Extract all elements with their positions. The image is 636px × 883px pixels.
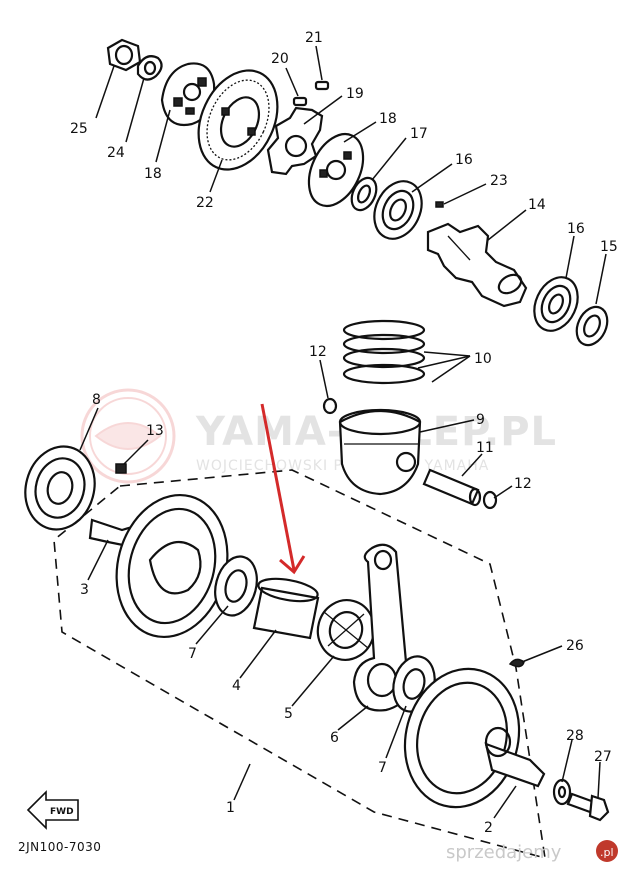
brand-name: sprzedajemy (446, 842, 562, 863)
callout-4: 4 (232, 678, 241, 694)
callout-13: 13 (146, 423, 164, 439)
part-10-piston-rings (342, 319, 426, 385)
callout-18-right: 18 (379, 111, 397, 127)
part-22-sprocket (197, 69, 279, 171)
part-4-crank-pin (252, 577, 320, 640)
callout-7-left: 7 (188, 646, 197, 662)
callout-17: 17 (410, 126, 428, 142)
part-12-circlip-top (322, 397, 338, 415)
callout-12-top: 12 (309, 344, 327, 360)
part-8-bearing (24, 445, 96, 531)
part-7-washer-left (214, 555, 258, 617)
leader-lines (79, 45, 607, 819)
callout-labels: 25 24 18 22 20 21 19 18 17 16 23 14 16 1… (70, 30, 618, 836)
callout-23: 23 (490, 173, 508, 189)
callout-28: 28 (566, 728, 584, 744)
part-21-pin (314, 80, 330, 91)
part-20-pin (292, 96, 308, 107)
part-18-plate-right (307, 132, 365, 208)
part-11-piston-pin (422, 468, 482, 507)
callout-3: 3 (80, 582, 89, 598)
diagram-code: 2JN100-7030 (18, 840, 101, 854)
brand-badge (596, 840, 618, 862)
callout-19: 19 (346, 86, 364, 102)
callout-25: 25 (70, 121, 88, 137)
callout-27: 27 (594, 749, 612, 765)
callout-7-right: 7 (378, 760, 387, 776)
callout-14: 14 (528, 197, 546, 213)
part-15-oil-seal (575, 305, 609, 347)
fwd-direction-badge: FWD (26, 790, 79, 830)
callout-2: 2 (484, 820, 493, 836)
part-26-key (508, 658, 525, 668)
callout-15: 15 (600, 239, 618, 255)
red-indicator-arrow (260, 403, 306, 575)
callout-6: 6 (330, 730, 339, 746)
watermark-logo (80, 388, 176, 484)
callout-20: 20 (271, 51, 289, 67)
part-12-circlip-right (482, 490, 498, 510)
callout-11: 11 (476, 440, 494, 456)
callout-10: 10 (474, 351, 492, 367)
callout-18-left: 18 (144, 166, 162, 182)
part-2-crank-right (403, 667, 546, 809)
callout-9: 9 (476, 412, 485, 428)
brand-watermark: sprzedajemy .pl (446, 840, 618, 863)
callout-16-top: 16 (455, 152, 473, 168)
callout-16-right: 16 (567, 221, 585, 237)
callout-8: 8 (92, 392, 101, 408)
part-16-bearing-top (373, 180, 423, 240)
part-27-bolt (566, 792, 610, 822)
part-14-shaft (426, 222, 528, 308)
part-18-plate-left (160, 62, 216, 127)
callout-26: 26 (566, 638, 584, 654)
crankshaft-assembly-outline (53, 469, 546, 860)
part-25-nut (106, 38, 142, 72)
part-6-connecting-rod (352, 543, 411, 712)
brand-tld: .pl (600, 846, 614, 859)
part-28-washer (552, 778, 572, 806)
callout-1: 1 (226, 800, 235, 816)
part-23-key (435, 201, 444, 208)
part-24-lock-washer (136, 55, 163, 81)
part-9-piston (338, 408, 422, 496)
part-16-bearing-right (533, 276, 579, 332)
callout-12-right: 12 (514, 476, 532, 492)
part-13-key (115, 463, 127, 474)
callout-5: 5 (284, 706, 293, 722)
fwd-label: FWD (50, 807, 74, 817)
callout-22: 22 (196, 195, 214, 211)
callout-24: 24 (107, 145, 125, 161)
part-17-spacer-ring (350, 176, 378, 212)
callout-21: 21 (305, 30, 323, 46)
part-19-cam (266, 106, 324, 176)
part-3-crank-left (88, 493, 229, 639)
